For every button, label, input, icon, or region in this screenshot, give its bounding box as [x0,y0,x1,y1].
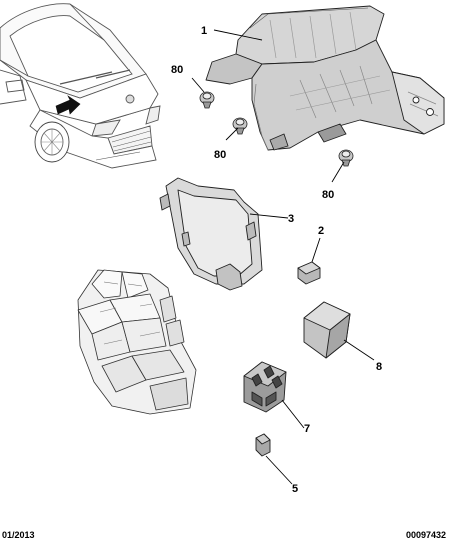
callout-80-c: 80 [322,189,334,201]
leader-2 [311,237,321,263]
callout-7: 7 [304,423,310,435]
fastener-80-c [338,149,354,167]
fastener-80-b [232,117,248,135]
part-2-fuse [297,261,321,285]
footer-reference: 00097432 [405,530,446,540]
callout-80-b: 80 [214,149,226,161]
fuse-relay-block [77,269,197,415]
part-1-bracket [205,5,445,151]
leader-3 [249,213,289,219]
leader-8 [343,339,375,361]
callout-80-a: 80 [171,64,183,76]
location-arrow [55,95,81,115]
part-8-relay [303,301,351,359]
part-3-lid [159,177,263,291]
callout-2: 2 [318,225,324,237]
callout-3: 3 [288,213,294,225]
callout-8: 8 [376,361,382,373]
vehicle-illustration [0,3,161,169]
leader-5 [265,455,293,485]
leader-80a [191,77,205,93]
leader-80c [331,161,345,183]
callout-5: 5 [292,483,298,495]
leader-80b [225,127,239,141]
footer-date: 01/2013 [2,530,35,540]
part-7-relay-socket [243,361,287,413]
callout-1: 1 [201,25,207,37]
leader-lines [191,29,375,485]
fastener-80-a [199,91,215,109]
leader-1 [213,29,263,41]
part-5-fuse [255,433,271,457]
leader-7 [281,399,305,429]
